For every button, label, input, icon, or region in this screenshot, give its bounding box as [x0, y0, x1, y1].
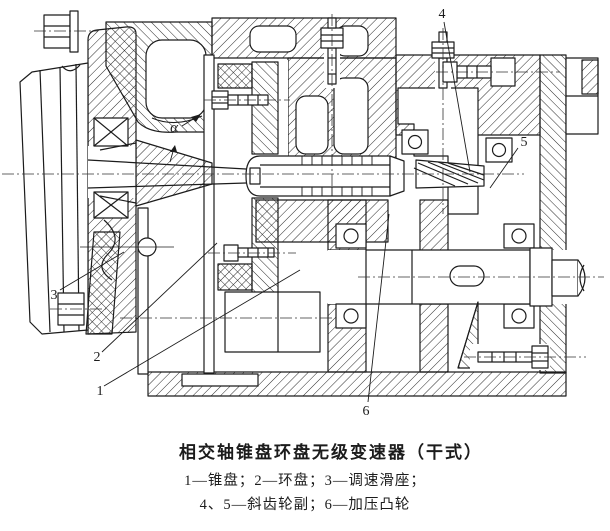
speed-slide-seat — [80, 219, 174, 335]
callout-1: 1 — [97, 384, 104, 399]
ring-disc — [137, 54, 215, 375]
assembly-drawing: 1 2 3 4 5 6 α — [2, 7, 604, 419]
lower-drum — [224, 291, 321, 353]
figure: 1 2 3 4 5 6 α 相交轴锥盘环盘无级变速器（干式） 1—锥盘；2—环盘… — [0, 7, 610, 517]
legend-line-2: 4、5—斜齿轮副；6—加压凸轮 — [199, 497, 411, 513]
callout-6: 6 — [363, 404, 370, 419]
cone-disc — [87, 139, 247, 207]
arrowheads — [170, 114, 201, 152]
legend-line-1: 1—锥盘；2—环盘；3—调速滑座； — [184, 473, 426, 489]
callout-3: 3 — [51, 288, 58, 303]
input-disc — [19, 62, 89, 335]
centerlines — [2, 14, 604, 358]
housing-casing — [87, 17, 599, 397]
figure-title: 相交轴锥盘环盘无级变速器（干式） — [179, 443, 483, 462]
callout-5: 5 — [521, 135, 528, 150]
angle-alpha-label: α — [170, 120, 179, 136]
spline-shaft — [245, 155, 405, 243]
callout-4: 4 — [439, 7, 446, 22]
callout-2: 2 — [94, 350, 101, 365]
input-shaft-bearings — [88, 117, 136, 219]
figure-legend: 1—锥盘；2—环盘；3—调速滑座； 4、5—斜齿轮副；6—加压凸轮 — [0, 469, 610, 517]
